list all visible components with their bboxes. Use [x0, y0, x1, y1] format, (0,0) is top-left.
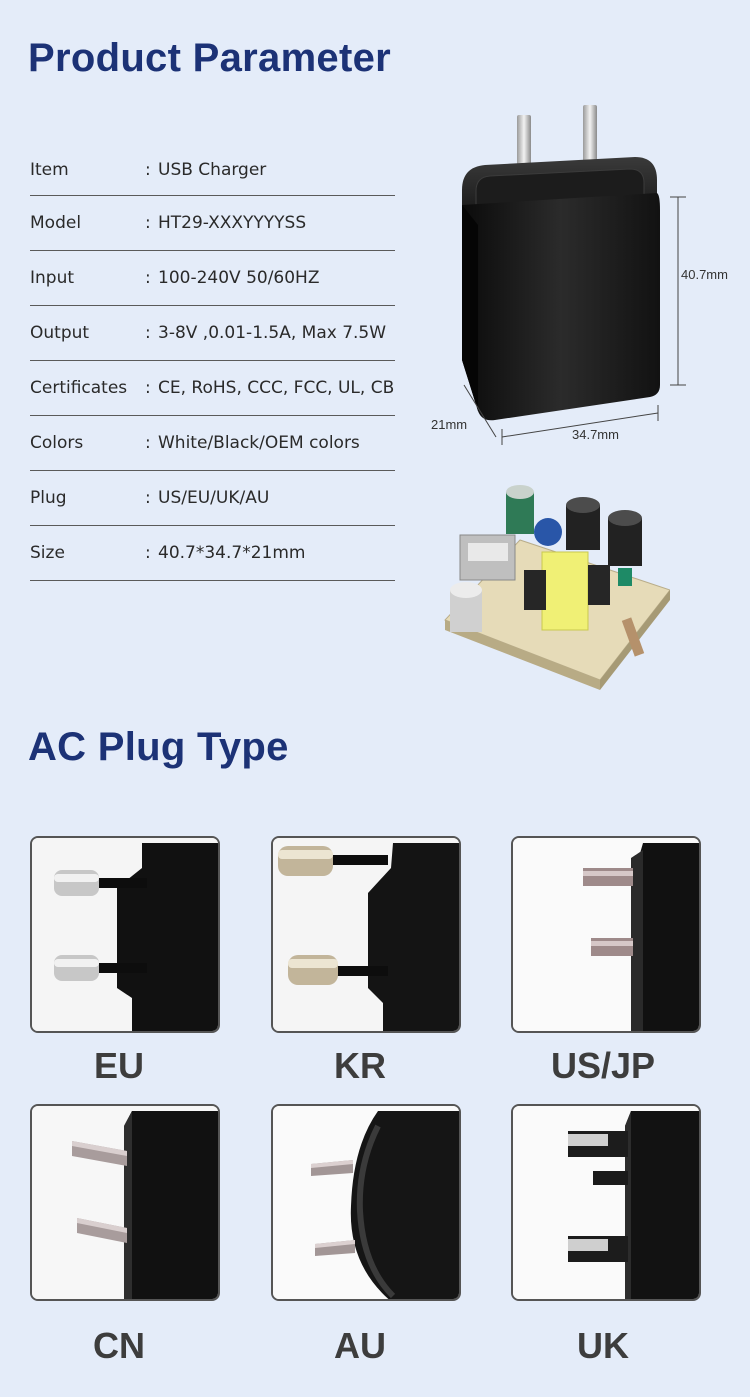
param-key: Model [30, 213, 82, 233]
plug-card-eu [30, 836, 220, 1033]
param-value: CE, RoHS, CCC, FCC, UL, CB [158, 378, 395, 398]
param-separator: : [145, 268, 151, 288]
param-row-plug: Plug : US/EU/UK/AU [30, 471, 395, 526]
plug-label-au: AU [334, 1325, 386, 1366]
au-plug-icon [273, 1106, 459, 1299]
param-value: HT29-XXXYYYYSS [158, 213, 307, 233]
charger-dimension-illustration: 40.7mm 34.7mm 21mm [420, 95, 750, 465]
plug-label-kr: KR [334, 1045, 386, 1086]
param-value: USB Charger [158, 160, 267, 180]
plug-label-cn: CN [93, 1325, 145, 1366]
param-value: US/EU/UK/AU [158, 488, 270, 508]
depth-dimension-label: 21mm [431, 417, 468, 432]
height-dimension-label: 40.7mm [681, 267, 728, 282]
kr-plug-icon [273, 838, 459, 1031]
width-dimension-label: 34.7mm [572, 427, 619, 442]
plug-card-kr [271, 836, 461, 1033]
param-row-output: Output : 3-8V ,0.01-1.5A, Max 7.5W [30, 306, 395, 361]
pcb-image [440, 480, 670, 700]
us-jp-plug-icon [513, 838, 699, 1031]
param-key: Colors [30, 433, 84, 453]
parameter-table: Item : USB Charger Model : HT29-XXXYYYYS… [30, 145, 395, 581]
param-separator: : [145, 323, 151, 343]
param-key: Item [30, 160, 69, 180]
param-row-input: Input : 100-240V 50/60HZ [30, 251, 395, 306]
param-value: 40.7*34.7*21mm [158, 543, 306, 563]
param-row-size: Size : 40.7*34.7*21mm [30, 526, 395, 581]
param-key: Input [30, 268, 75, 288]
plug-card-au [271, 1104, 461, 1301]
param-value: White/Black/OEM colors [158, 433, 360, 453]
param-separator: : [145, 213, 151, 233]
param-key: Output [30, 323, 90, 343]
param-row-model: Model : HT29-XXXYYYYSS [30, 196, 395, 251]
param-row-colors: Colors : White/Black/OEM colors [30, 416, 395, 471]
charger-icon [462, 105, 686, 445]
plug-card-uk [511, 1104, 701, 1301]
param-separator: : [145, 543, 151, 563]
param-row-item: Item : USB Charger [30, 145, 395, 196]
plug-label-uk: UK [577, 1325, 629, 1366]
plug-card-cn [30, 1104, 220, 1301]
param-separator: : [145, 378, 151, 398]
param-separator: : [145, 433, 151, 453]
ac-plug-type-title: AC Plug Type [28, 725, 289, 769]
param-separator: : [145, 160, 151, 180]
eu-plug-icon [32, 838, 218, 1031]
plug-card-us-jp [511, 836, 701, 1033]
cn-plug-icon [32, 1106, 218, 1299]
product-parameter-title: Product Parameter [28, 36, 392, 80]
param-key: Plug [30, 488, 67, 508]
param-value: 3-8V ,0.01-1.5A, Max 7.5W [158, 323, 387, 343]
param-key: Size [30, 543, 65, 563]
uk-plug-icon [513, 1106, 699, 1299]
param-row-certificates: Certificates : CE, RoHS, CCC, FCC, UL, C… [30, 361, 395, 416]
param-key: Certificates [30, 378, 128, 398]
plug-label-us-jp: US/JP [550, 1045, 656, 1086]
plug-label-eu: EU [93, 1045, 144, 1086]
pcb-board-icon [444, 485, 670, 690]
param-value: 100-240V 50/60HZ [158, 268, 320, 288]
param-separator: : [145, 488, 151, 508]
